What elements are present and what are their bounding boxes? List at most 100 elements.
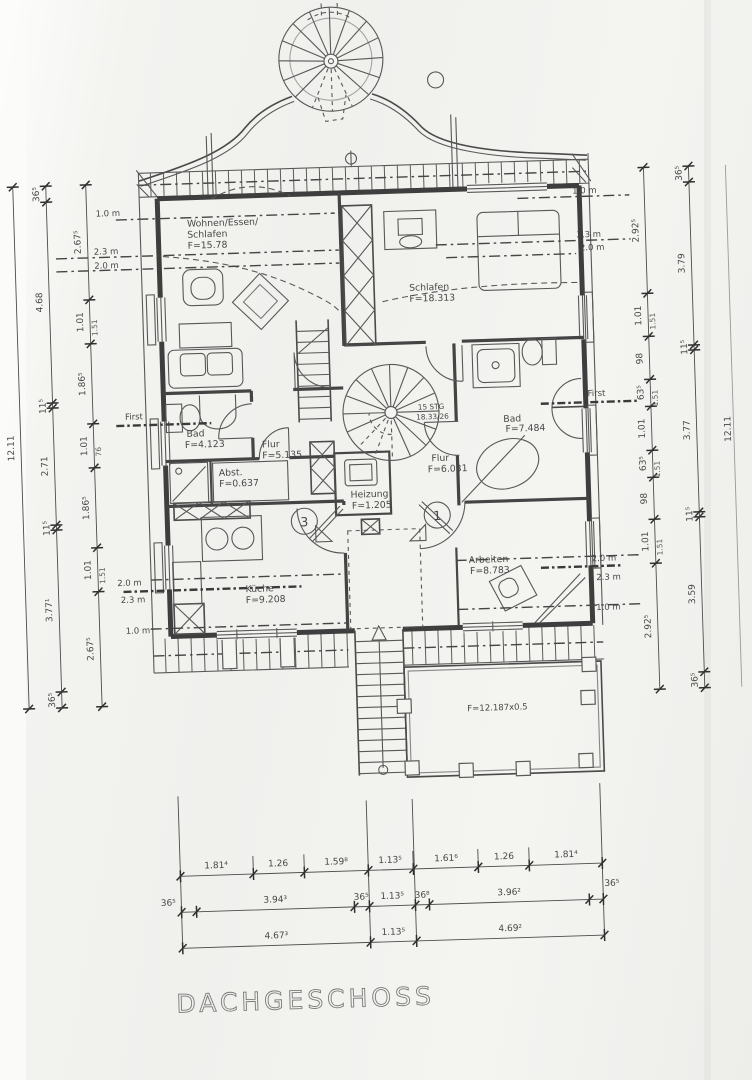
page-title: DACHGESCHOSS [176,981,435,1018]
svg-text:1.13⁵: 1.13⁵ [378,855,402,866]
svg-text:1.01: 1.01 [634,305,645,325]
svg-text:1.51: 1.51 [655,538,665,555]
door-leaf-triangle-right [408,523,427,542]
stair-note: 15 STG [418,402,445,412]
svg-text:1.59⁸: 1.59⁸ [324,857,348,868]
furniture-wohnen [162,256,342,389]
annotation-labels: First First 1.0 m 2.3 m 2.0 m 1.0 m 2.3 … [94,186,621,637]
svg-text:2.0 m: 2.0 m [580,243,605,254]
shafts [172,204,381,636]
door-leaf-triangle-left [314,524,334,543]
svg-text:2.0 m: 2.0 m [592,553,617,564]
interior-walls [163,192,589,631]
apartment-number-1: 1 [433,508,441,523]
svg-text:1.01: 1.01 [637,418,648,438]
ridge-label-right: First [587,389,606,400]
dim-right-total: 12.11 [723,416,734,442]
svg-text:98: 98 [635,352,645,364]
svg-text:2.67⁵: 2.67⁵ [73,230,84,254]
svg-text:F=0.637: F=0.637 [219,478,259,490]
svg-text:11⁵: 11⁵ [685,506,695,522]
scan-edge-artifact [0,0,26,1080]
svg-text:1.86⁵: 1.86⁵ [78,372,89,396]
svg-text:63⁵: 63⁵ [638,455,648,471]
dimension-labels-bottom: 1.81⁴ 1.26 1.59⁸ 1.13⁵ 1.61⁶ 1.26 1.81⁴ … [161,850,620,942]
svg-text:3.94³: 3.94³ [263,895,287,906]
spiral-staircase [342,363,440,462]
svg-text:36⁵: 36⁵ [354,892,370,902]
room-label-bad-rechts: Bad [503,413,521,425]
eaves-bands [135,153,604,674]
stair-void-dashed [347,528,424,630]
shower-icon [175,467,183,475]
sink-icon [198,394,237,430]
roof-finial-circle [427,71,445,89]
svg-text:63⁵: 63⁵ [636,385,646,401]
room-labels: Wohnen/Essen/ Schlafen F=15.78 Schlafen … [185,217,546,715]
svg-text:1.51: 1.51 [98,567,108,584]
furniture-arbeiten [488,564,538,612]
svg-text:36⁵: 36⁵ [161,898,177,908]
svg-text:36⁵: 36⁵ [604,879,620,889]
svg-text:1.01: 1.01 [83,560,94,580]
dimension-chains [6,161,743,955]
svg-text:1.01: 1.01 [80,436,91,456]
ridge-label-left: First [125,412,144,423]
room-label-wohnen: Wohnen/Essen/ [187,217,259,230]
apartment-number-3: 3 [300,514,308,529]
svg-text:1.01: 1.01 [641,531,652,551]
svg-text:1.26: 1.26 [268,859,289,870]
roof-window-right [279,634,296,668]
dimension-labels-left: 12.11 36⁵ 4.68 11⁵ 2.71 11⁵ 3.77¹ 36⁵ 2.… [7,186,108,708]
room-area-wohnen: F=15.78 [188,240,228,252]
room-label-schlafen: Schlafen [409,282,450,294]
svg-text:3.96²: 3.96² [497,888,521,899]
room-area-schlafen: F=18.313 [409,292,455,304]
ridge-line-left [116,421,212,428]
fixtures-kueche [172,515,264,605]
svg-text:1.13⁵: 1.13⁵ [381,927,405,938]
svg-text:1.0 m: 1.0 m [572,186,597,197]
svg-text:F=7.484: F=7.484 [505,423,545,435]
svg-text:Schlafen: Schlafen [187,229,228,241]
ridge-line-right [540,399,638,405]
svg-text:1.0 m: 1.0 m [95,209,120,220]
room-label-bad-links: Bad [186,428,204,440]
svg-text:76: 76 [94,447,103,457]
svg-text:1.51: 1.51 [648,312,658,329]
svg-text:F=6.031: F=6.031 [428,463,468,475]
roof-turret [278,2,384,122]
svg-text:2.0 m: 2.0 m [94,261,119,272]
svg-text:3.79: 3.79 [677,253,688,274]
dimension-labels-right: 2.92⁵ 1.01 98 63⁵ 1.01 63⁵ 98 1.01 2.92⁵… [631,165,734,688]
svg-text:4.68: 4.68 [35,292,46,313]
svg-text:3.77¹: 3.77¹ [45,598,56,622]
chair-icon [498,577,519,599]
furniture-schlafen [382,209,581,303]
svg-text:1.13⁵: 1.13⁵ [380,891,404,902]
svg-text:2.3 m: 2.3 m [576,230,601,241]
svg-text:2.3 m: 2.3 m [596,572,621,583]
svg-text:1.01: 1.01 [76,312,87,332]
toilet-icon [521,338,543,366]
room-label-abst: Abst. [219,467,243,479]
height-contours [55,194,641,630]
svg-text:36⁵: 36⁵ [32,186,42,202]
svg-text:F=8.783: F=8.783 [470,565,510,577]
room-label-flur-rechts: Flur [431,453,449,465]
svg-text:2.92⁵: 2.92⁵ [631,218,642,242]
fixtures-bad-links [165,394,290,504]
scan-fold-artifact [704,0,711,1080]
svg-text:F=1.205: F=1.205 [352,499,392,511]
svg-text:1.51: 1.51 [90,319,100,336]
svg-text:1.81⁴: 1.81⁴ [204,861,228,872]
apartment-numbers: 3 1 [290,501,451,535]
svg-text:2.67⁵: 2.67⁵ [86,637,97,661]
stair-direction-arrow [371,624,388,641]
fixtures-heizung [344,458,378,487]
svg-text:F=5.135: F=5.135 [262,449,302,461]
svg-text:2.92⁵: 2.92⁵ [643,614,654,638]
svg-text:1.0 m: 1.0 m [126,626,151,637]
svg-text:1.86⁵: 1.86⁵ [81,496,92,520]
svg-text:F=4.123: F=4.123 [185,439,225,451]
